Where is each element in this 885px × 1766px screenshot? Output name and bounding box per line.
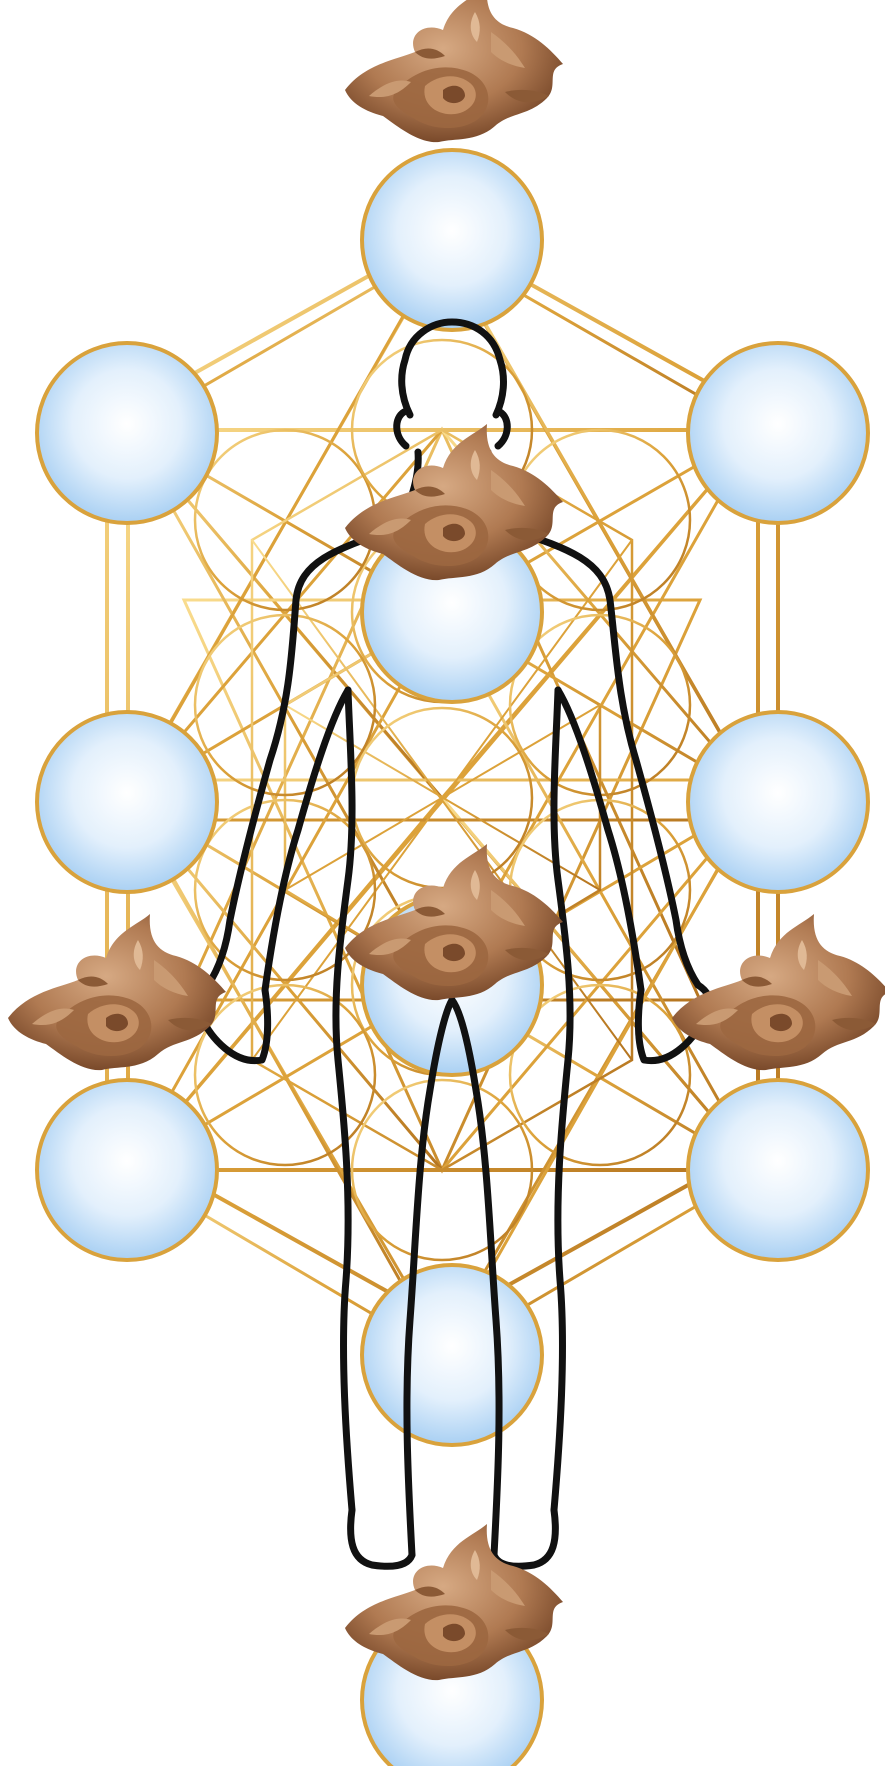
crystal-top-icon (345, 0, 563, 142)
sphere-upper-left-icon (37, 343, 217, 523)
sphere-middle-left-icon (37, 712, 217, 892)
crystal-left-hand-icon (8, 914, 226, 1070)
sphere-top-icon (362, 150, 542, 330)
sphere-middle-right-icon (688, 712, 868, 892)
sphere-upper-right-icon (688, 343, 868, 523)
sphere-base-icon (362, 1265, 542, 1445)
sphere-lower-right-icon (688, 1080, 868, 1260)
sphere-lower-left-icon (37, 1080, 217, 1260)
